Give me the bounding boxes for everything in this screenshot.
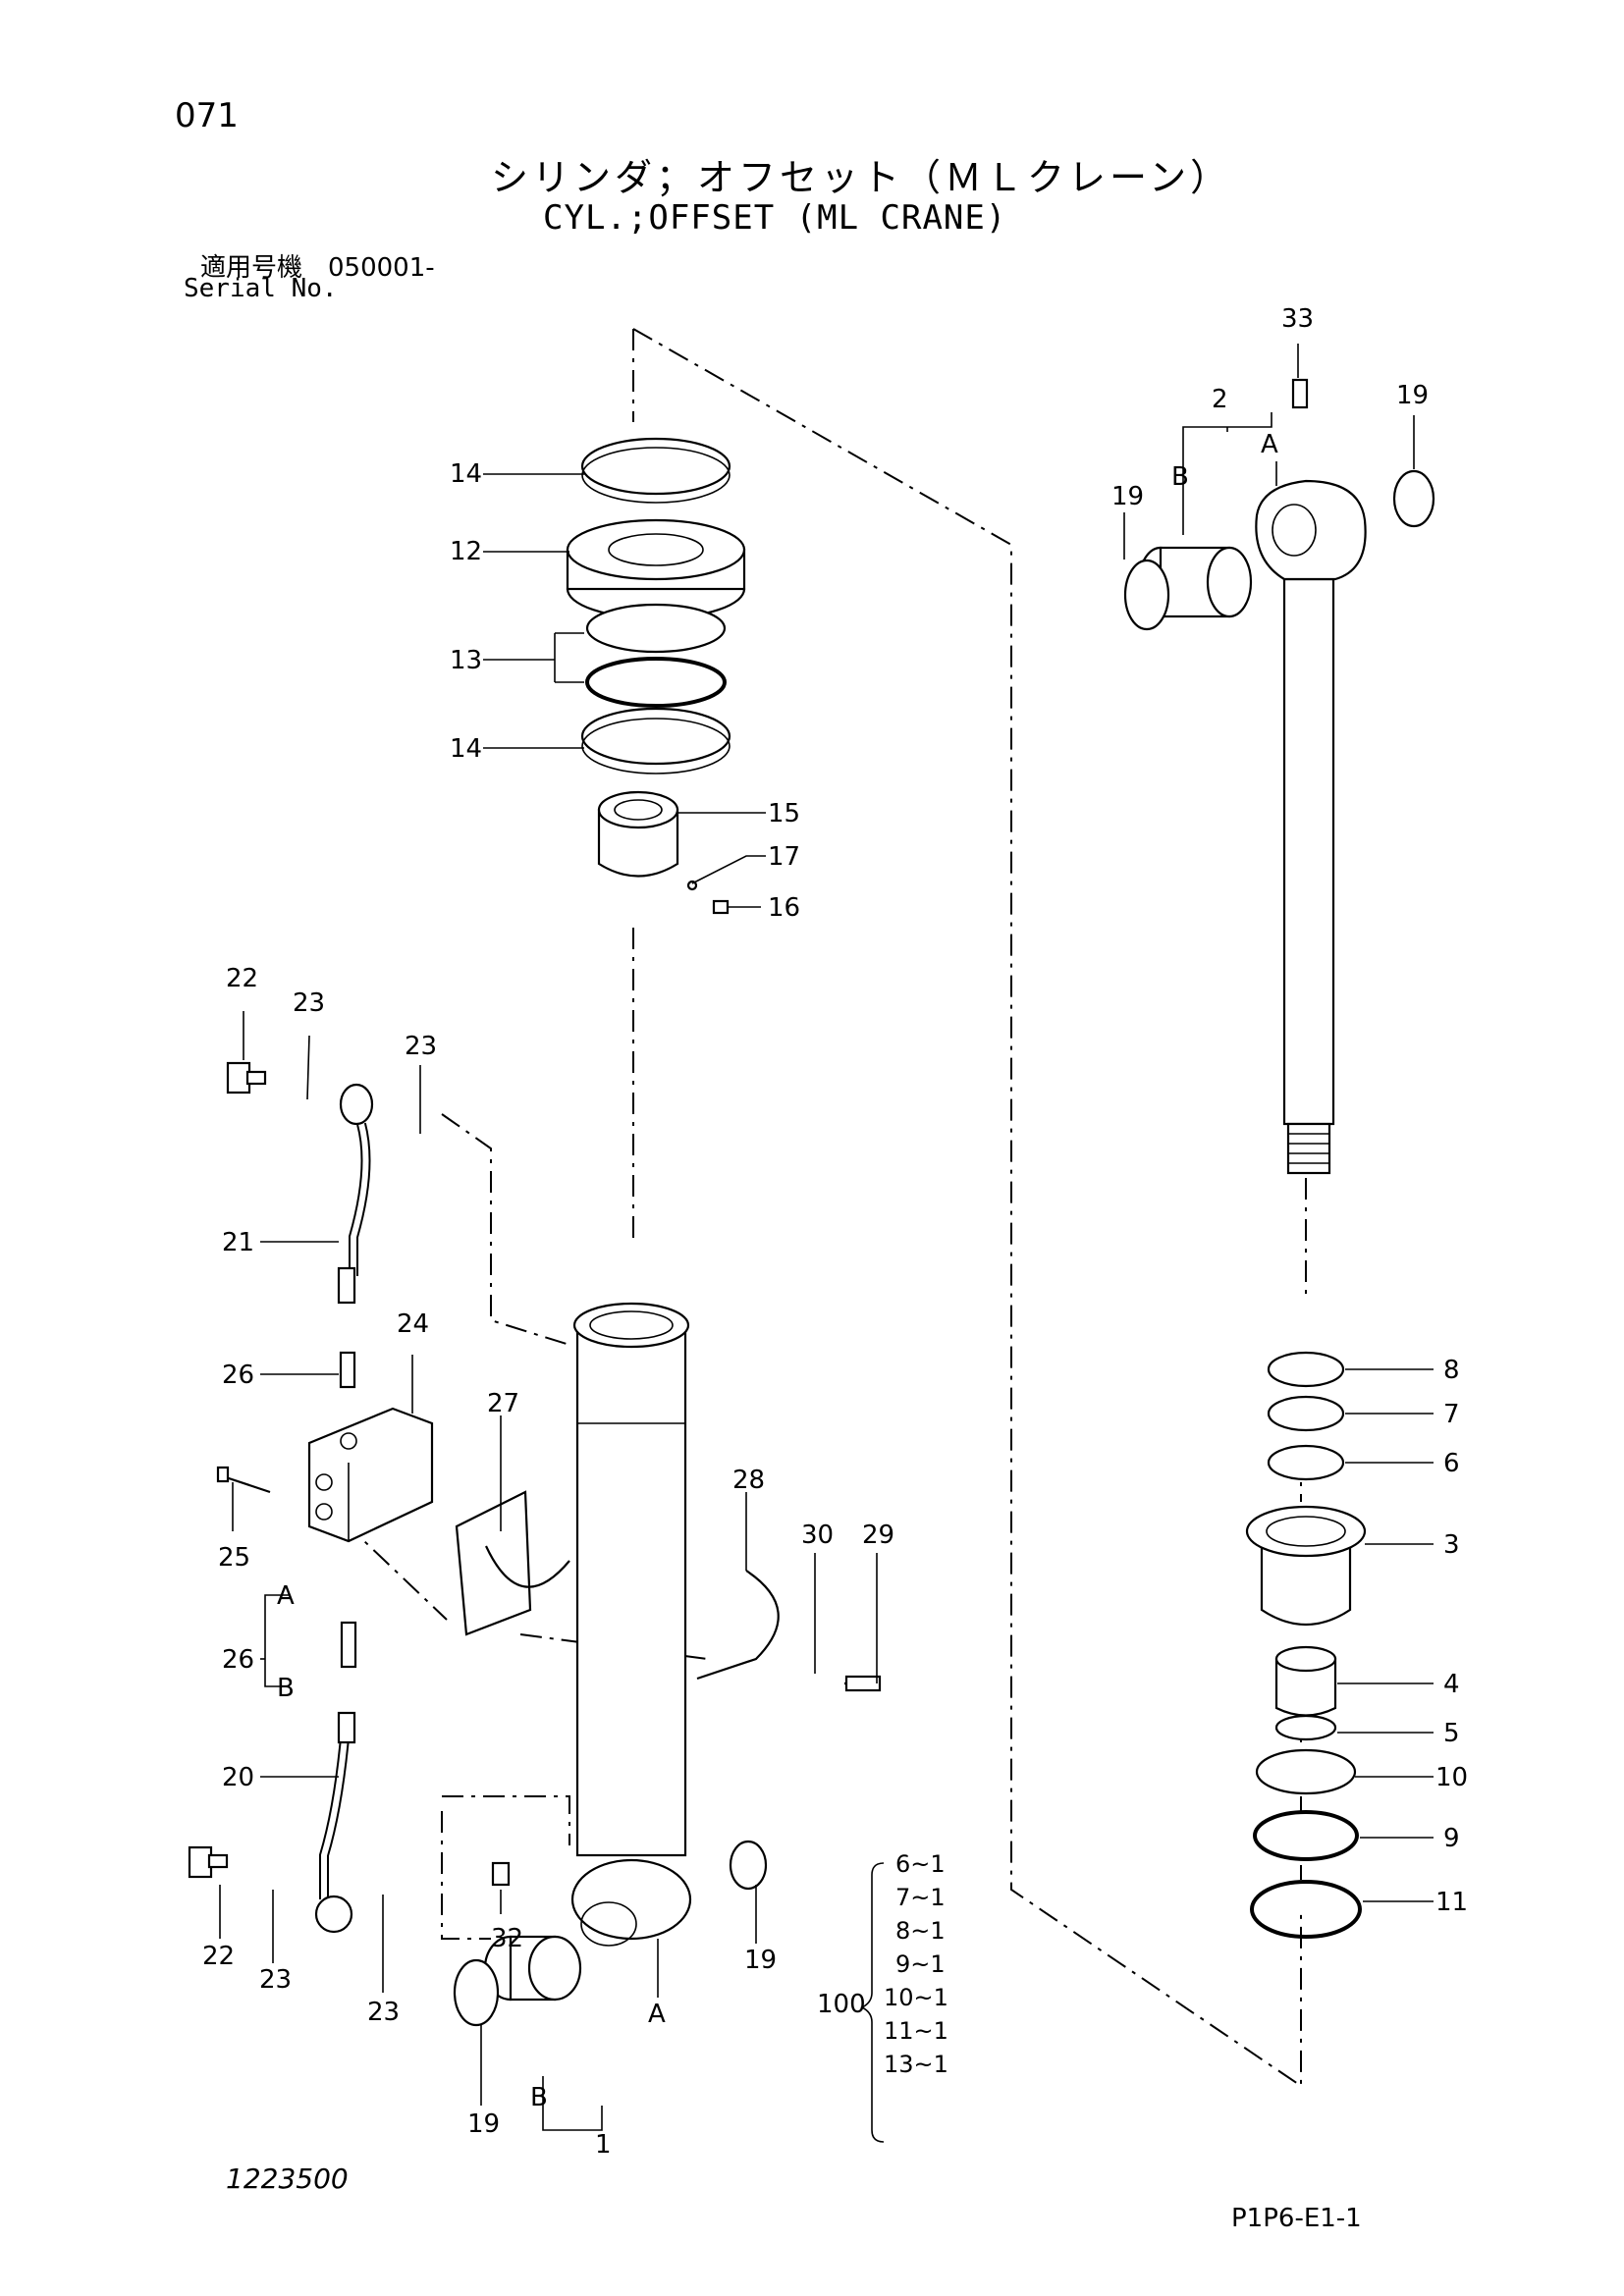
callout-labels: 14 12 13 14 15 17 16 22 23 23 21 24 26 2… (202, 304, 1468, 2160)
callout-25: 25 (218, 1543, 250, 1573)
callout-23-lower-right: 23 (367, 1998, 400, 2027)
callout-5: 5 (1443, 1719, 1460, 1748)
alignment-lines (343, 328, 1307, 2088)
leader-lines (219, 344, 1434, 2143)
rod-assembly (1255, 378, 1367, 1175)
callout-4: 4 (1443, 1670, 1460, 1699)
callout-22-lower: 22 (202, 1942, 235, 1971)
part-14-lower-ring (580, 707, 731, 774)
kit-item: 6~1 (895, 1850, 946, 1878)
marker-b-bottom: B (530, 2083, 548, 2112)
marker-a-bottom: A (648, 2000, 666, 2029)
callout-14-lower: 14 (450, 734, 482, 764)
kit-item: 8~1 (895, 1917, 946, 1945)
callout-24: 24 (397, 1309, 429, 1339)
callout-11: 11 (1435, 1888, 1468, 1917)
callout-30: 29 (862, 1521, 894, 1550)
callout-23-upper-right: 23 (405, 1032, 437, 1061)
valve-block (307, 1407, 434, 1543)
callout-10: 10 (1435, 1763, 1468, 1792)
cylinder-tube (570, 1302, 692, 1947)
band-29 (696, 1570, 882, 1692)
upper-pipe (339, 1083, 374, 1276)
callout-8: 8 (1443, 1356, 1460, 1385)
gland-stack (1245, 1351, 1367, 1939)
marker-b-rod: B (1171, 462, 1189, 492)
callout-19-rod-right: 19 (1396, 381, 1429, 410)
callout-19-tube: 19 (744, 1946, 777, 1975)
callout-14-upper: 14 (450, 459, 482, 489)
marker-a-left: A (277, 1581, 295, 1611)
callout-1: 1 (595, 2130, 612, 2160)
part-12-piston (566, 518, 746, 620)
callout-32: 32 (491, 1924, 523, 1953)
callout-23-upper-left: 23 (293, 988, 325, 1018)
part-15-nut (597, 790, 679, 878)
title-japanese: シリンダ；オフセット（ＭＬクレーン） (491, 156, 1232, 199)
callout-7: 7 (1443, 1400, 1460, 1429)
kit-item: 7~1 (895, 1884, 946, 1911)
callout-20: 20 (222, 1763, 254, 1792)
callout-13: 13 (450, 646, 482, 675)
callout-27: 26 (222, 1361, 254, 1390)
kit-item: 11~1 (884, 2017, 948, 2045)
part-17-ball (686, 880, 698, 891)
page-code: P1P6-E1-1 (1231, 2204, 1362, 2233)
tube-bottom-bushing (453, 1840, 768, 2027)
callout-26: 26 (222, 1645, 254, 1675)
callout-31: 30 (801, 1521, 834, 1550)
kit-number: 100 (817, 1990, 866, 2019)
fittings (188, 1061, 511, 1887)
serial-label-japanese: 適用号機 050001- (200, 253, 435, 283)
rod-side-bushing (1123, 469, 1435, 631)
page-number: 071 (175, 96, 239, 135)
callout-6: 6 (1443, 1449, 1460, 1478)
callout-21: 21 (222, 1228, 254, 1257)
callout-19-bottom: 19 (467, 2109, 500, 2139)
callout-23-lower-left: 23 (259, 1965, 292, 1995)
callout-2: 2 (1212, 385, 1228, 414)
callout-12: 12 (450, 537, 482, 566)
lower-pipe (314, 1727, 353, 1934)
callout-15: 15 (768, 799, 800, 828)
kit-items-list: 6~1 7~1 8~1 9~1 10~1 11~1 13~1 (884, 1847, 948, 2081)
kit-item: 9~1 (895, 1950, 946, 1978)
callout-19-rod-left: 19 (1111, 482, 1144, 511)
part-14-upper-ring (580, 437, 731, 504)
kit-item: 10~1 (884, 1984, 948, 2011)
clamp-28 (455, 1490, 570, 1636)
callout-16: 16 (768, 893, 800, 923)
title-english: CYL.;OFFSET (ML CRANE) (543, 198, 1007, 238)
callout-28: 27 (487, 1389, 519, 1418)
drawing-number: 1223500 (226, 2163, 349, 2195)
callout-3: 3 (1443, 1530, 1460, 1560)
kit-item: 13~1 (884, 2051, 948, 2078)
part-13-seals (585, 603, 727, 708)
callout-17: 17 (768, 842, 800, 872)
part-16-set-screw (712, 899, 730, 915)
callout-9: 9 (1443, 1824, 1460, 1853)
marker-b-left: B (277, 1674, 295, 1703)
marker-a-rod: A (1261, 430, 1278, 459)
callout-29: 28 (732, 1466, 765, 1495)
callout-22-upper: 22 (226, 964, 258, 993)
serial-label-english: Serial No. (184, 274, 338, 303)
callout-33: 33 (1281, 304, 1314, 334)
